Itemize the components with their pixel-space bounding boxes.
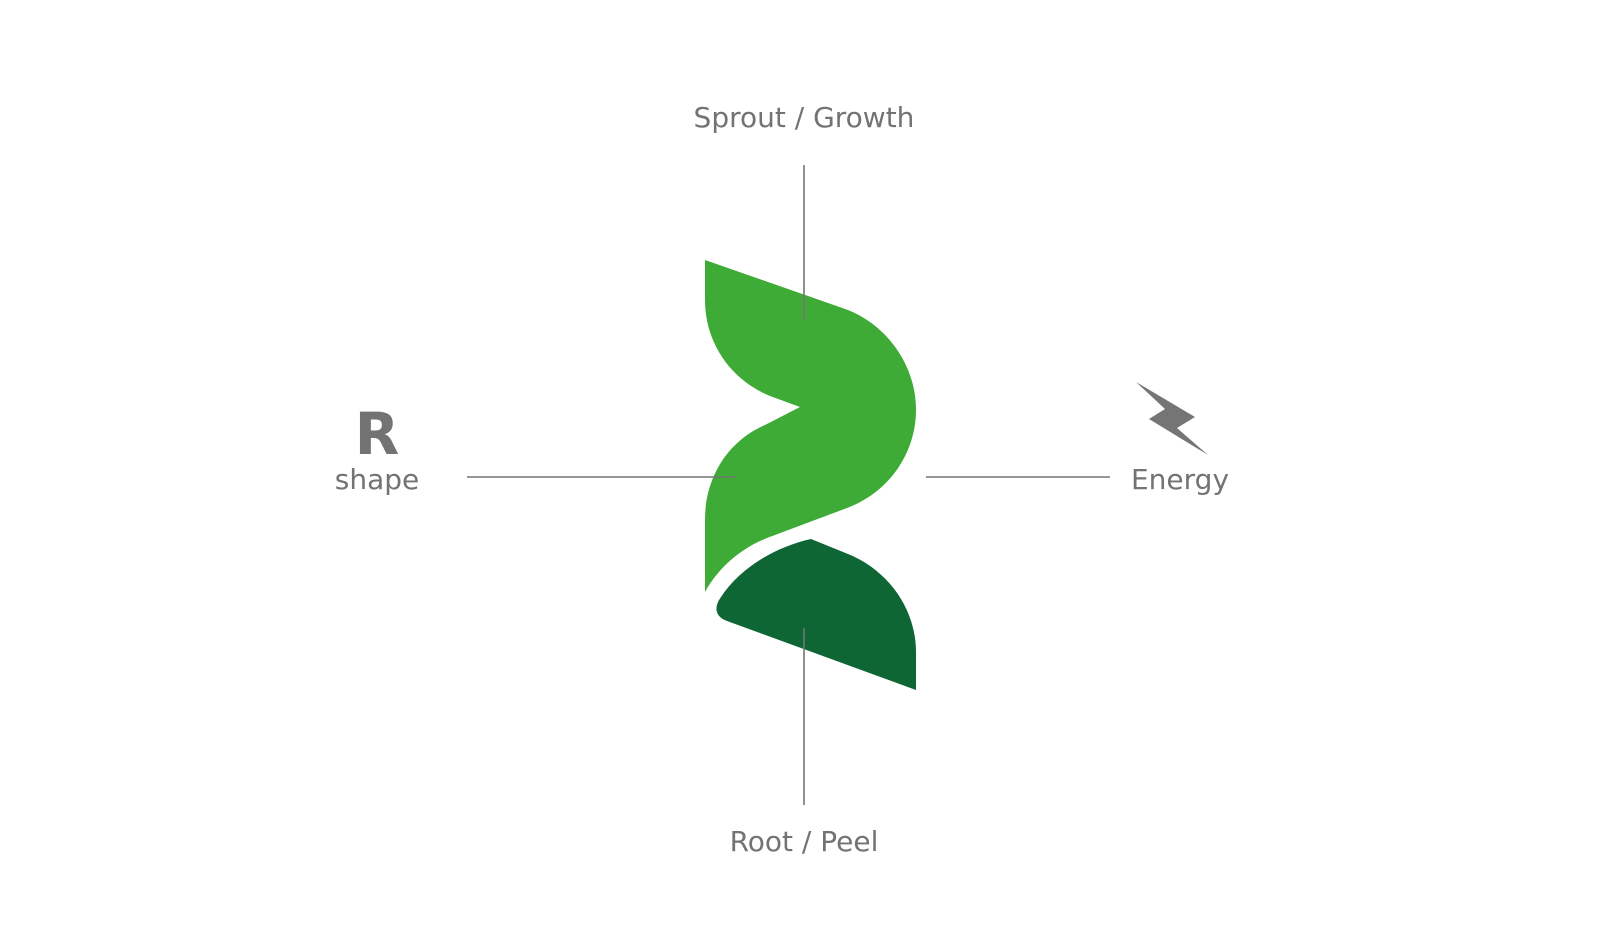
lightning-bolt-icon [1136,382,1208,455]
label-root-peel: Root / Peel [730,825,879,858]
label-energy: Energy [1131,463,1229,496]
leaf-lower-shape [716,539,916,690]
leaf-upper-shape [705,260,916,592]
label-sprout-growth: Sprout / Growth [694,101,915,134]
logo-mark [705,260,916,690]
r-letter-glyph: R [355,400,400,468]
label-shape: shape [335,463,420,496]
